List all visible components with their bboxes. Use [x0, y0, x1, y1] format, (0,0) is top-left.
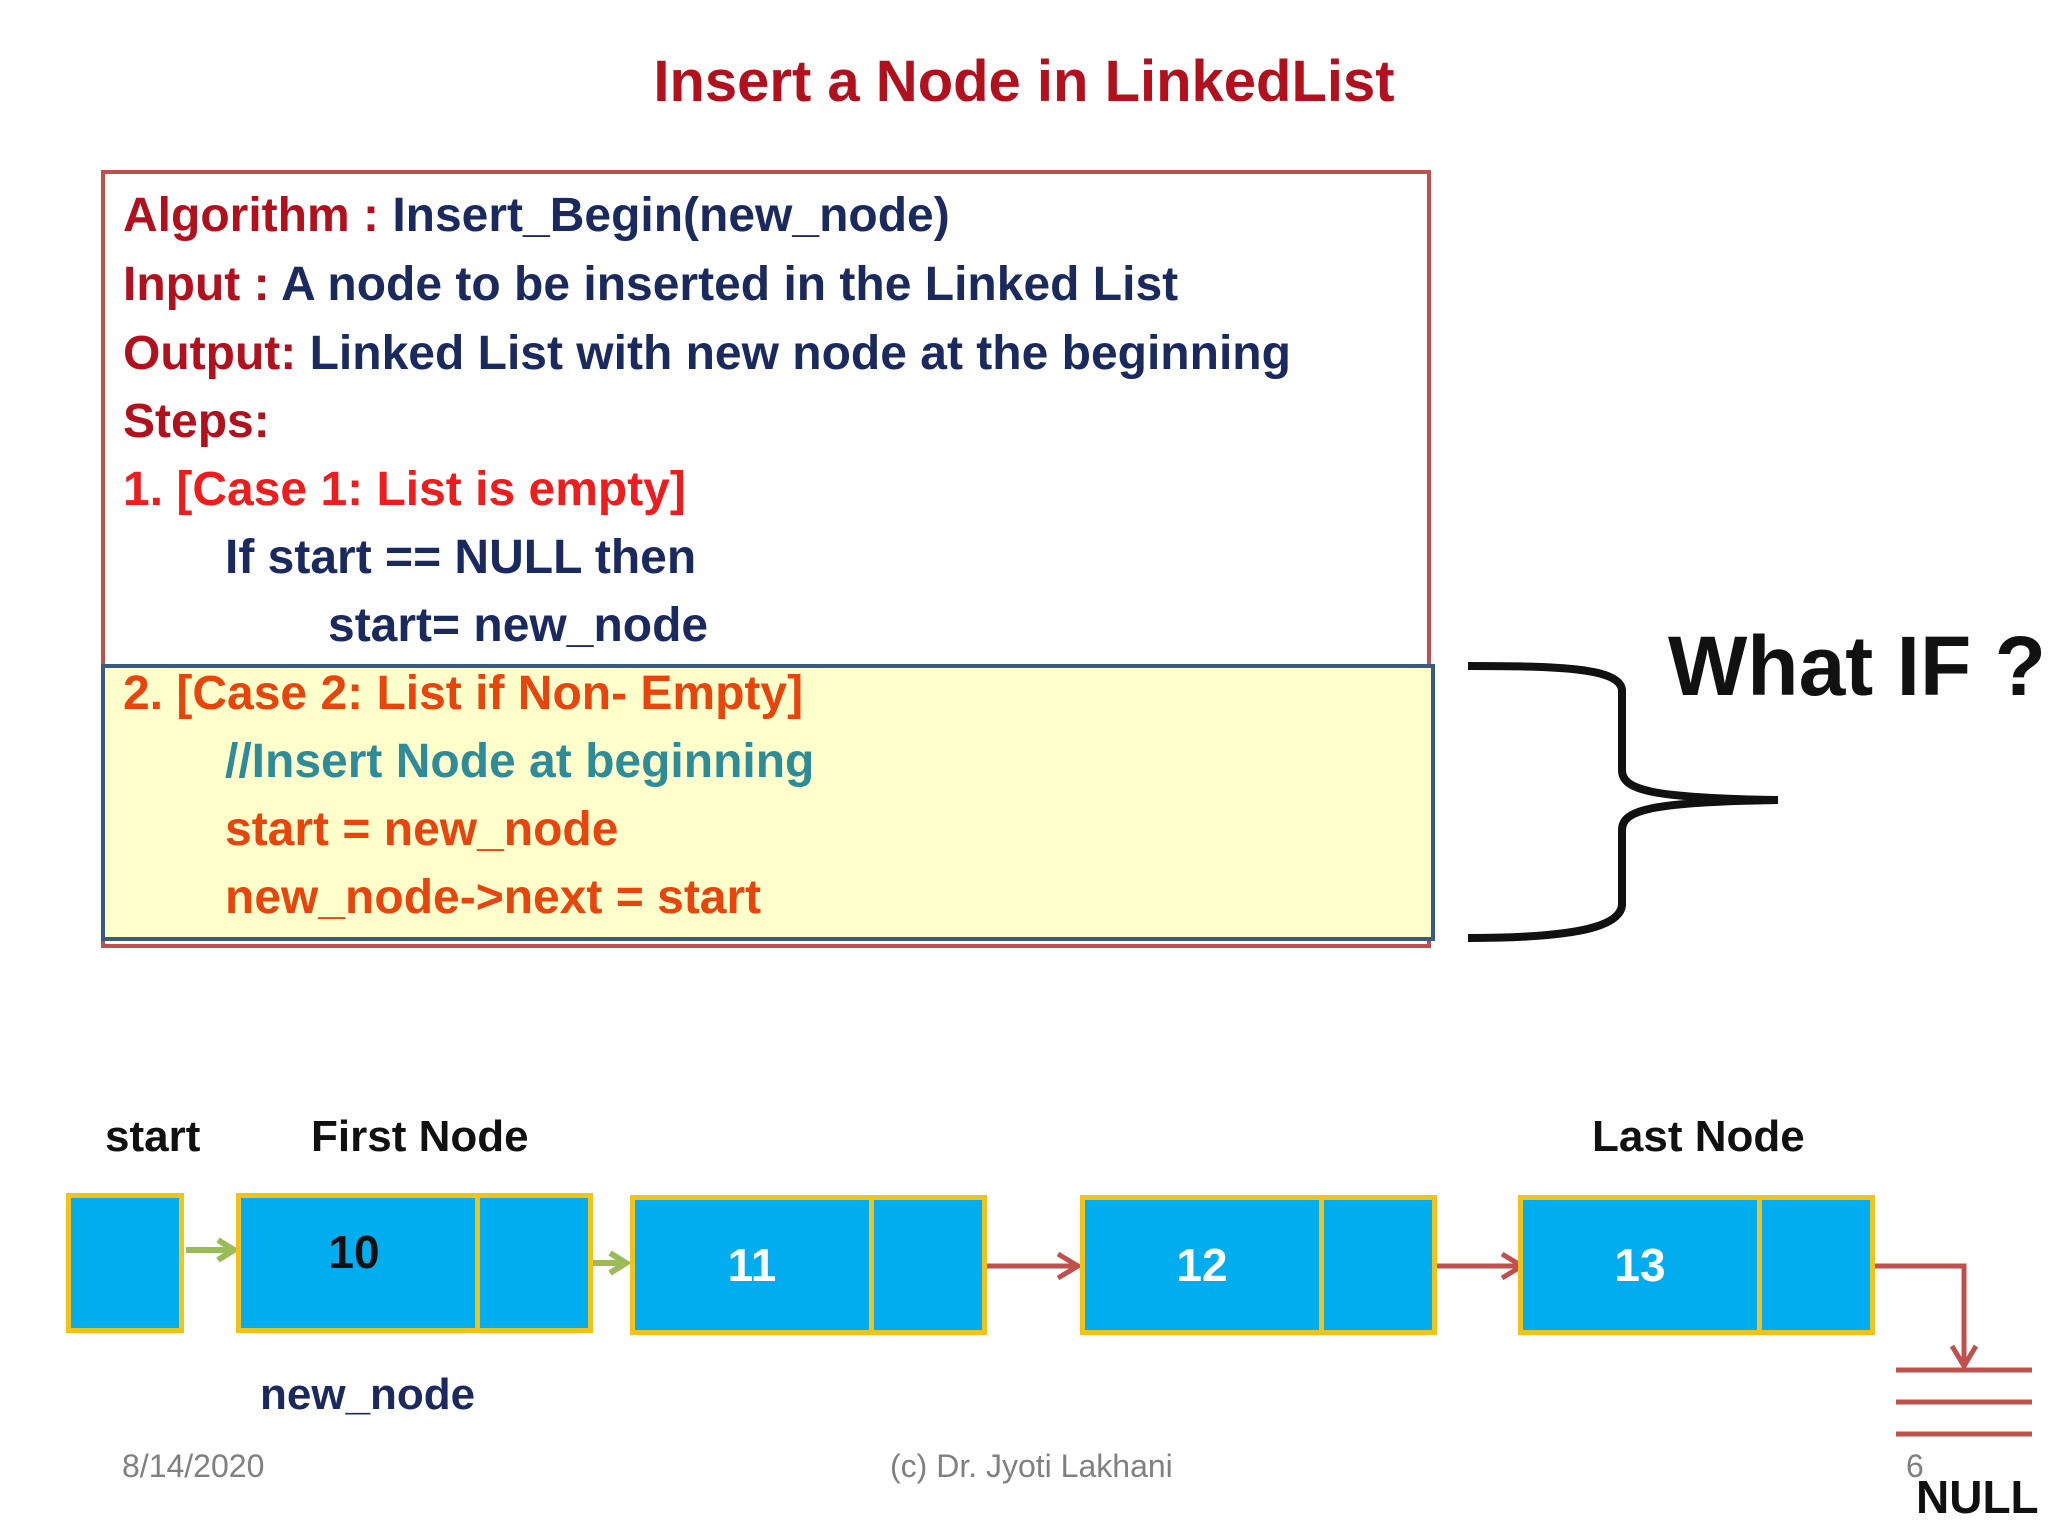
node-13-next-cell [1757, 1195, 1875, 1335]
first-node-label: First Node [311, 1112, 529, 1161]
null-label: NULL [1916, 1471, 2039, 1523]
null-ground-symbol [1896, 1367, 2032, 1437]
start-pointer-arrow [186, 1237, 240, 1263]
node-12-next-cell [1319, 1195, 1437, 1335]
new-node-label: new_node [260, 1370, 476, 1419]
slide-title: Insert a Node in LinkedList [653, 49, 1395, 114]
input-label: Input : [123, 258, 270, 311]
case2-comment: //Insert Node at beginning [225, 735, 815, 788]
start-label: start [105, 1112, 201, 1161]
case2-heading: 2. [Case 2: List if Non- Empty] [123, 667, 804, 720]
node-10-value: 10 [328, 1226, 380, 1278]
algorithm-line: Algorithm : Insert_Begin(new_node) [123, 186, 950, 246]
node-13-value: 13 [1614, 1239, 1666, 1291]
input-line: Input : A node to be inserted in the Lin… [123, 255, 1178, 315]
what-if-text: What IF ? [1668, 619, 2046, 713]
node-11-value: 11 [727, 1239, 777, 1291]
case1-condition: If start == NULL then [225, 531, 697, 584]
start-pointer-cell [66, 1193, 184, 1333]
algorithm-label: Algorithm : [123, 189, 379, 242]
output-line: Output: Linked List with new node at the… [123, 324, 1291, 384]
node-11-next-cell [869, 1195, 987, 1335]
footer-author: (c) Dr. Jyoti Lakhani [890, 1448, 1173, 1484]
curly-brace [1467, 662, 1779, 942]
case2-box [101, 664, 1435, 941]
last-node-label: Last Node [1592, 1112, 1805, 1161]
algorithm-name: Insert_Begin(new_node) [392, 189, 950, 242]
node-13-data-cell [1518, 1195, 1762, 1335]
case2-start-assignment: start = new_node [225, 803, 619, 856]
footer-date: 8/14/2020 [122, 1448, 265, 1484]
output-label: Output: [123, 327, 297, 380]
footer-page-number: 6 [1906, 1448, 1924, 1484]
steps-label: Steps: [123, 395, 270, 448]
node-12-value: 12 [1176, 1239, 1228, 1291]
case1-heading: 1. [Case 1: List is empty] [123, 463, 686, 516]
input-text: A node to be inserted in the Linked List [281, 258, 1179, 311]
output-text: Linked List with new node at the beginni… [309, 327, 1291, 380]
case1-assignment: start= new_node [328, 599, 709, 652]
algorithm-box [101, 170, 1431, 948]
node-10-next-cell [475, 1193, 593, 1333]
case2-next-assignment: new_node->next = start [225, 871, 762, 924]
